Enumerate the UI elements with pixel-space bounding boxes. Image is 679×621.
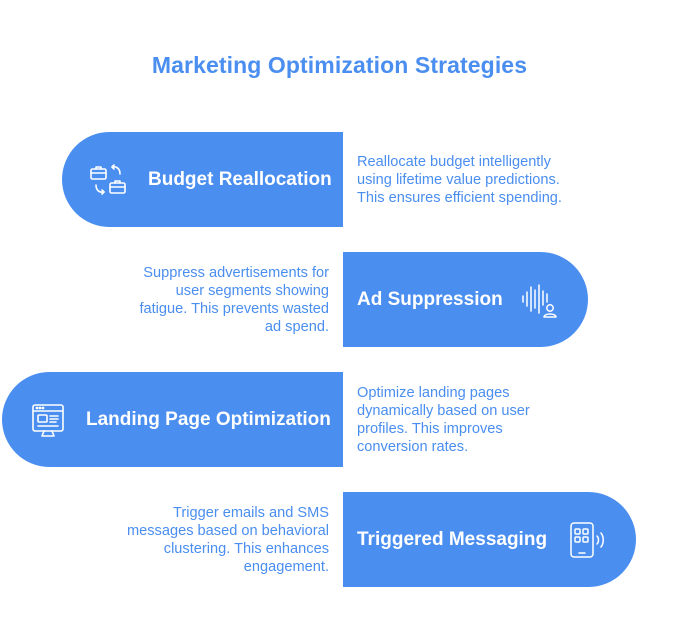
strategy-landing-page-optimization: Landing Page Optimization <box>2 372 343 467</box>
briefcase-exchange-icon <box>88 162 128 198</box>
strategy-label: Ad Suppression <box>357 288 503 310</box>
strategy-description: Reallocate budget intelligently using li… <box>357 154 562 206</box>
strategy-budget-reallocation: Budget Reallocation <box>62 132 343 227</box>
strategy-description: Trigger emails and SMS messages based on… <box>126 505 329 575</box>
strategy-triggered-messaging: Triggered Messaging <box>343 492 636 587</box>
strategy-description: Optimize landing pages dynamically based… <box>357 385 530 455</box>
strategy-ad-suppression: Ad Suppression <box>343 252 588 347</box>
strategy-description: Suppress advertisements for user segment… <box>139 265 329 335</box>
smartphone-signal-icon <box>567 520 609 560</box>
strategy-label: Triggered Messaging <box>357 528 548 550</box>
audio-wave-user-icon <box>519 281 559 319</box>
page-title: Marketing Optimization Strategies <box>151 52 528 78</box>
strategy-label: Landing Page Optimization <box>86 408 331 430</box>
browser-window-icon <box>30 401 66 439</box>
strategy-label: Budget Reallocation <box>148 168 332 190</box>
